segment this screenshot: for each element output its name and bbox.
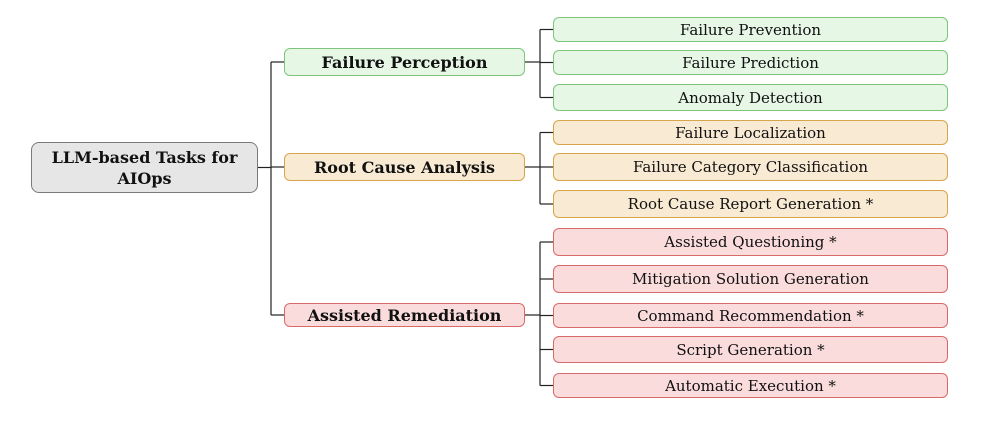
task-failure-prediction: Failure Prediction	[553, 50, 948, 75]
category-failure-perception: Failure Perception	[284, 48, 525, 76]
task-label: Failure Prevention	[679, 20, 822, 39]
task-label: Script Generation *	[676, 340, 825, 359]
category-label: Assisted Remediation	[307, 305, 502, 325]
task-automatic-execution: Automatic Execution *	[553, 373, 948, 398]
root-label: LLM-based Tasks for AIOps	[51, 147, 238, 188]
task-assisted-questioning: Assisted Questioning *	[553, 228, 948, 256]
category-assisted-remediation: Assisted Remediation	[284, 303, 525, 327]
task-script-generation: Script Generation *	[553, 336, 948, 363]
task-failure-category-classification: Failure Category Classification	[553, 153, 948, 181]
task-label: Root Cause Report Generation *	[627, 195, 874, 213]
task-label: Assisted Questioning *	[664, 233, 837, 251]
task-failure-localization: Failure Localization	[553, 120, 948, 145]
task-label: Failure Prediction	[682, 53, 819, 72]
category-label: Failure Perception	[321, 52, 488, 72]
category-label: Root Cause Analysis	[314, 157, 495, 177]
task-label: Automatic Execution *	[665, 376, 836, 395]
task-command-recommendation: Command Recommendation *	[553, 303, 948, 328]
task-failure-prevention: Failure Prevention	[553, 17, 948, 42]
task-label: Anomaly Detection	[678, 88, 823, 107]
task-anomaly-detection: Anomaly Detection	[553, 84, 948, 111]
task-label: Mitigation Solution Generation	[632, 270, 869, 288]
task-label: Command Recommendation *	[637, 306, 864, 325]
task-mitigation-solution-generation: Mitigation Solution Generation	[553, 265, 948, 293]
root-node: LLM-based Tasks for AIOps	[31, 142, 258, 193]
task-label: Failure Category Classification	[632, 158, 869, 176]
task-root-cause-report-generation: Root Cause Report Generation *	[553, 190, 948, 218]
task-label: Failure Localization	[675, 123, 826, 142]
category-root-cause-analysis: Root Cause Analysis	[284, 153, 525, 181]
